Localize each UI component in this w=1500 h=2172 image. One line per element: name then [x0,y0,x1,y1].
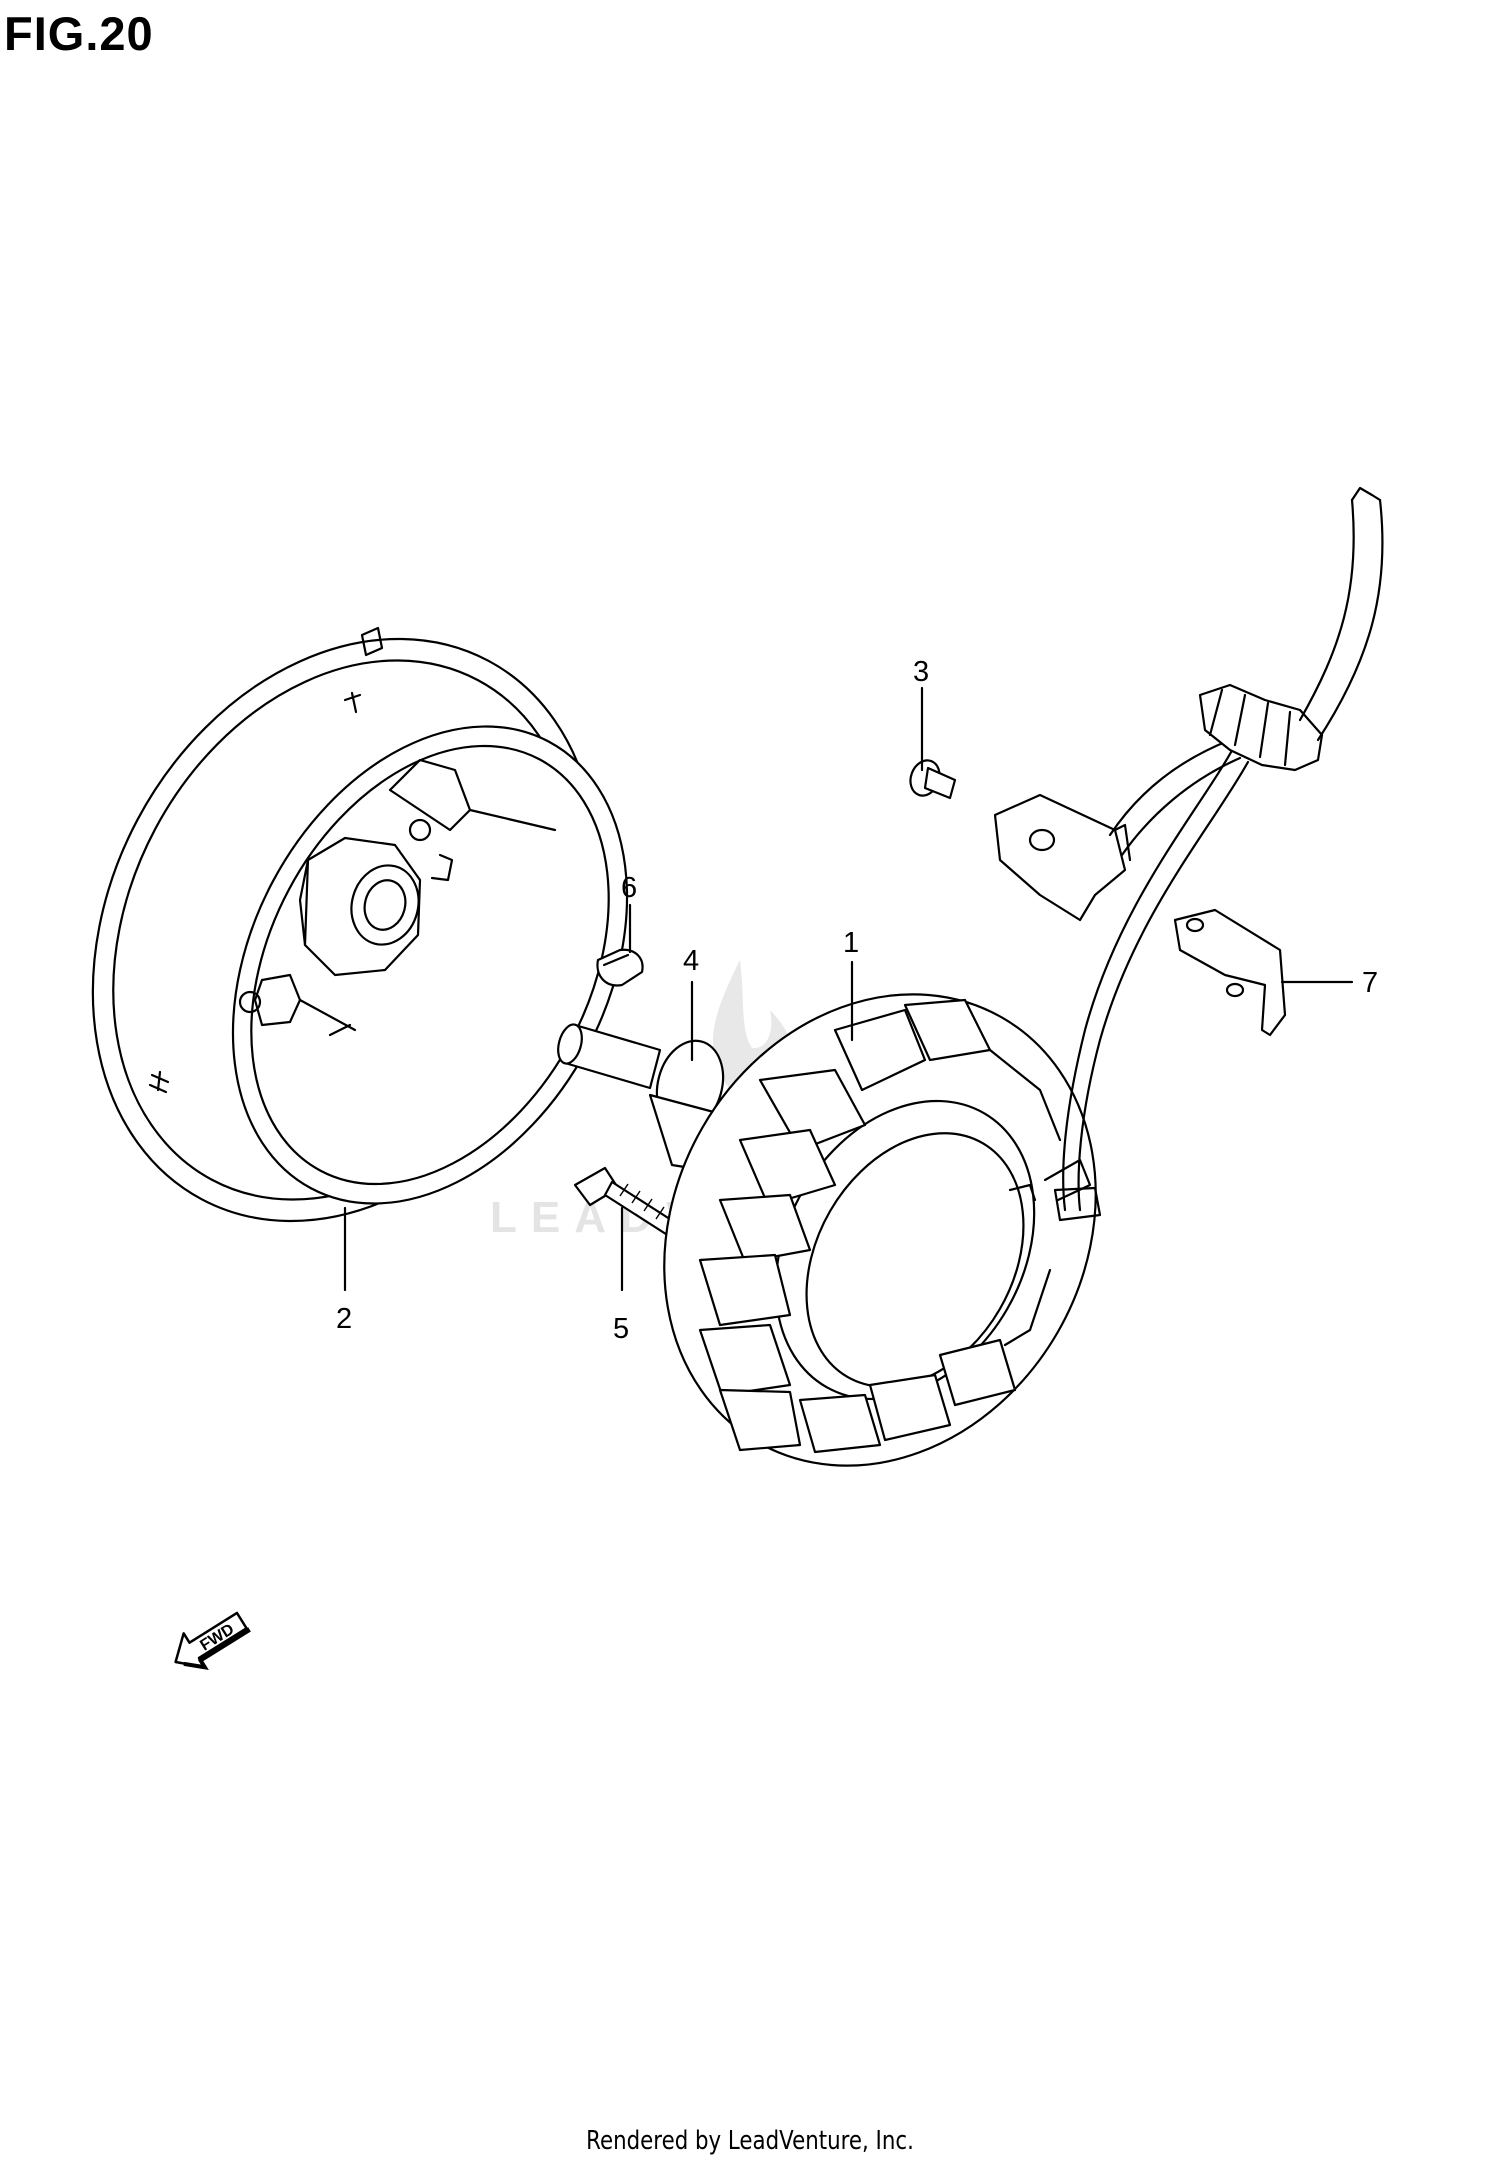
callout-7[interactable]: 7 [1362,967,1378,999]
callouts: 1 2 3 4 5 6 7 [336,656,1378,1345]
callout-4[interactable]: 4 [683,945,699,977]
part-7-clamp[interactable] [1173,908,1287,1037]
footer-credit: Rendered by LeadVenture, Inc. [586,2126,914,2156]
figure-title: FIG.20 [4,7,154,60]
lead-wire [1053,486,1384,1222]
leader-lines [343,686,1354,1292]
callout-1[interactable]: 1 [843,927,859,959]
callout-5[interactable]: 5 [613,1313,629,1345]
fwd-arrow-icon: FWD [174,1611,251,1670]
callout-6[interactable]: 6 [621,872,637,904]
callout-2[interactable]: 2 [336,1303,352,1335]
part-1-stator[interactable] [580,915,1180,1544]
part-2-rotor[interactable] [0,550,706,1309]
part-3-screw[interactable] [906,756,957,800]
pickup-coil [993,793,1132,922]
part-6-key[interactable] [596,948,644,987]
callout-3[interactable]: 3 [913,656,929,688]
